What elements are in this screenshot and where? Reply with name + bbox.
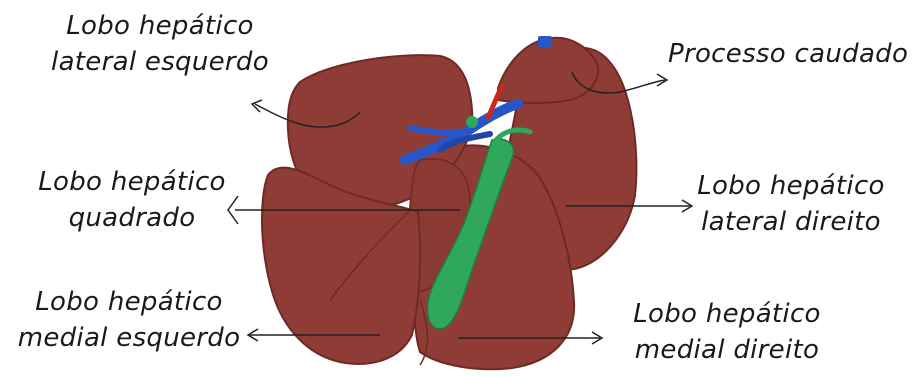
label-line: Lobo hepático [612,296,842,332]
label-lobo-quadrado: Lobo hepático quadrado [12,164,252,236]
arrowhead [252,100,262,112]
label-line: Lobo hepático [676,168,906,204]
label-line: lateral direito [676,204,906,240]
label-line: medial esquerdo [4,320,254,356]
caudate-vessel-stub [538,36,552,48]
label-lobo-medial-esquerdo: Lobo hepático medial esquerdo [4,284,254,356]
label-processo-caudado: Processo caudado [668,36,918,72]
label-lobo-lateral-esquerdo: Lobo hepático lateral esquerdo [40,8,280,80]
label-line: Lobo hepático [4,284,254,320]
label-line: Processo caudado [668,36,918,72]
label-line: Lobo hepático [40,8,280,44]
label-lobo-lateral-direito: Lobo hepático lateral direito [676,168,906,240]
label-line: quadrado [12,200,252,236]
label-lobo-medial-direito: Lobo hepático medial direito [612,296,842,368]
bile-duct-node [466,116,478,128]
label-line: Lobo hepático [12,164,252,200]
label-line: medial direito [612,332,842,368]
label-line: lateral esquerdo [40,44,280,80]
